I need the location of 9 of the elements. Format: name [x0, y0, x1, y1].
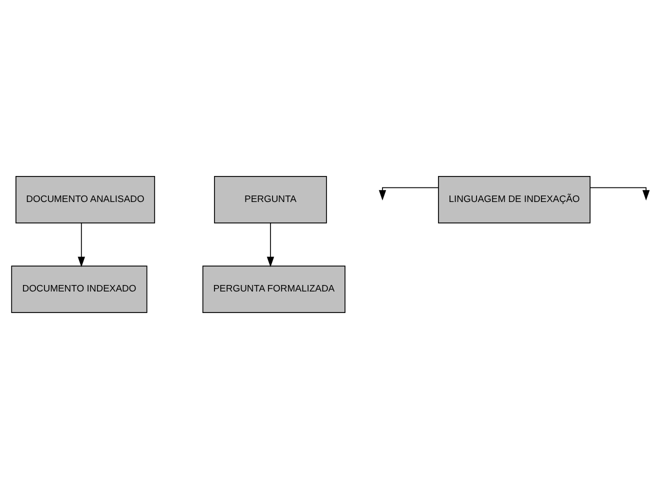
node-box: DOCUMENTO ANALISADO — [16, 176, 156, 224]
node-box: PERGUNTA FORMALIZADA — [202, 266, 346, 313]
arrow — [266, 222, 274, 268]
node-box: DOCUMENTO INDEXADO — [11, 266, 148, 313]
arrow — [378, 187, 439, 200]
arrow — [590, 187, 650, 200]
node-box: PERGUNTA — [214, 176, 327, 224]
arrow — [78, 222, 86, 268]
node-box: LINGUAGEM DE INDEXAÇÃO — [438, 176, 590, 224]
